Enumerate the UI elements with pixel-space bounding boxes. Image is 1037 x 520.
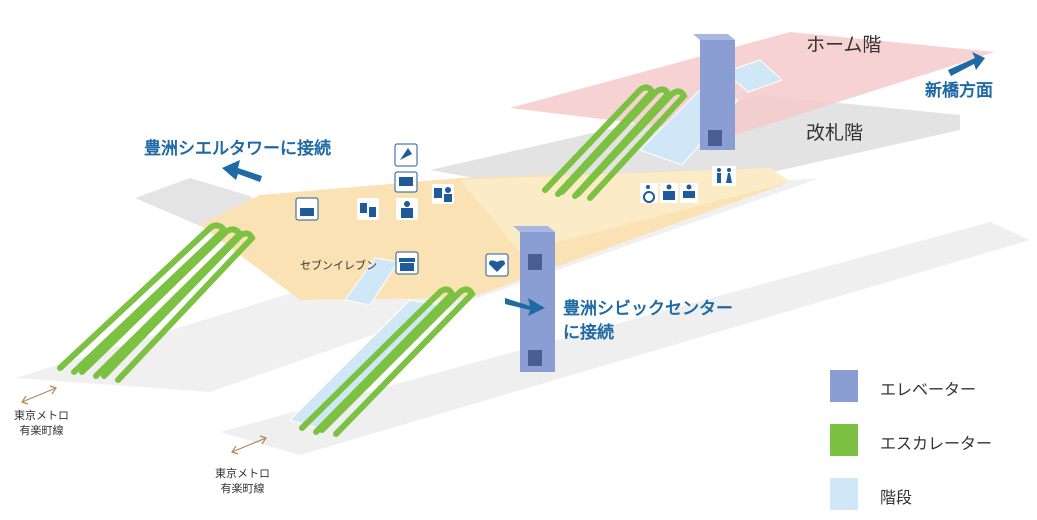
arrow-shinbashi	[948, 52, 985, 76]
elevator-upper	[693, 34, 735, 150]
elevator-lower	[513, 226, 555, 372]
facility-icons	[295, 143, 736, 277]
metro-right-line1: 東京メトロ	[215, 467, 270, 480]
legend-swatch-elevator	[830, 370, 858, 402]
store-label: セブンイレブン	[300, 259, 377, 272]
legend-stairs-label: 階段	[880, 488, 913, 507]
metro-label-right: 東京メトロ 有楽町線	[215, 466, 270, 496]
legend-escalator-label: エスカレーター	[880, 434, 993, 453]
platform-floor-label: ホーム階	[806, 34, 882, 56]
escalators	[57, 84, 688, 437]
arrow-tower	[222, 160, 262, 182]
metro-arrow-right	[231, 435, 267, 455]
lower-platform-right	[220, 222, 1030, 455]
restroom-icon	[712, 166, 736, 186]
metro-arrow-left	[21, 385, 57, 405]
legend-swatch-stairs	[830, 478, 858, 510]
legend-elevator-label: エレベーター	[880, 380, 977, 399]
tower-connection-label: 豊洲シエルタワーに接続	[144, 139, 331, 159]
metro-right-line2: 有楽町線	[220, 482, 265, 495]
shinbashi-direction-label: 新橋方面	[925, 81, 993, 101]
civic-center-label-1: 豊洲シビックセンター	[563, 299, 733, 319]
metro-left-line2: 有楽町線	[19, 424, 64, 437]
metro-left-line1: 東京メトロ	[14, 409, 69, 422]
metro-label-left: 東京メトロ 有楽町線	[14, 408, 69, 438]
ticket-floor-label: 改札階	[806, 122, 864, 144]
stairs-platform	[724, 59, 783, 93]
civic-center-label-2: に接続	[563, 323, 614, 343]
arrow-civic	[505, 298, 545, 316]
legend-swatch-escalator	[830, 424, 858, 456]
